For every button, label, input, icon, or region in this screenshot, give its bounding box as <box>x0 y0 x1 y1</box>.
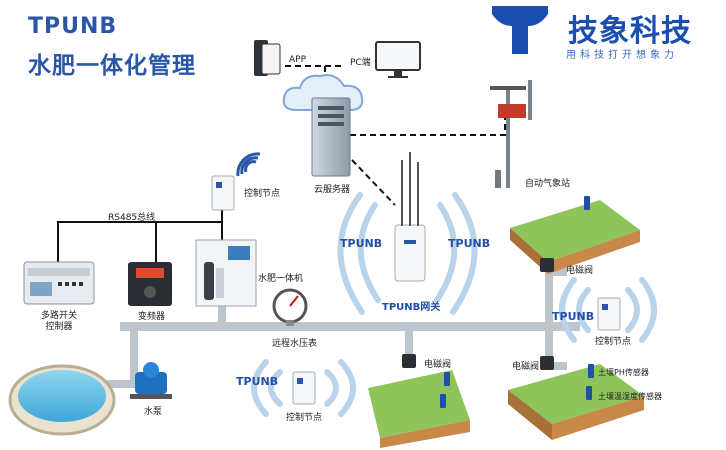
label-tpunb-right-node: TPUNB <box>552 310 595 323</box>
label-control-node-right: 控制节点 <box>595 337 632 347</box>
cloud-server-device <box>282 74 364 177</box>
control-node-right <box>597 297 621 331</box>
brand-slogan: 用科技打开想象力 <box>566 50 678 61</box>
pump-pipe <box>95 380 145 388</box>
label-soil-ph-sensor: 土壤PH传感器 <box>598 368 649 377</box>
label-app: APP <box>289 55 307 65</box>
label-tpunb-right: TPUNB <box>448 237 491 250</box>
pc-monitor <box>375 41 421 78</box>
label-multi-switch-line1: 多路开关 <box>40 311 78 321</box>
label-remote-pressure-gauge: 远程水压表 <box>272 339 318 349</box>
field-right-top <box>510 200 640 274</box>
pipe-from-machine <box>218 300 226 326</box>
label-tpunb-bottom: TPUNB <box>236 375 279 388</box>
pressure-gauge-device <box>272 288 308 326</box>
water-pipes <box>95 268 580 388</box>
soil-sensors <box>440 196 594 408</box>
label-weather-station: 自动气象站 <box>525 179 571 189</box>
mobile-devices <box>254 40 281 76</box>
weather-station <box>490 80 532 188</box>
label-solenoid-valve-center: 电磁阀 <box>424 360 452 370</box>
label-soil-moisture-sensor: 土壤温湿度传感器 <box>598 392 662 401</box>
branch-pipe-right-bottom <box>545 362 567 370</box>
page-title-line2: 水肥一体化管理 <box>28 53 196 79</box>
rise-pipe-left <box>130 322 138 384</box>
label-water-pump: 水泵 <box>144 407 163 417</box>
label-tpunb-left: TPUNB <box>340 237 383 250</box>
multi-switch-controller <box>23 261 95 305</box>
label-pc: PC端 <box>350 58 371 68</box>
label-multi-switch-line2: 控制器 <box>45 322 73 332</box>
label-frequency-converter: 变频器 <box>138 312 166 322</box>
brand-logo-icon <box>492 6 548 54</box>
label-integrated-machine: 水肥一体机 <box>258 274 304 284</box>
network-links <box>285 65 506 206</box>
label-rs485-bus: RS485总线 <box>108 213 156 223</box>
label-gateway: TPUNB网关 <box>382 302 441 313</box>
label-solenoid-valve-right-top: 电磁阀 <box>566 266 594 276</box>
control-node-top <box>211 152 261 211</box>
gateway-device <box>394 152 426 282</box>
field-right-bottom <box>508 364 644 440</box>
frequency-converter <box>128 262 172 306</box>
field-center <box>368 370 470 448</box>
solenoid-valves <box>402 258 554 370</box>
main-pipe <box>120 322 580 331</box>
brand-name: 技象科技 <box>568 14 692 49</box>
water-tank <box>8 364 116 436</box>
control-node-bottom <box>292 371 316 405</box>
label-control-node-bottom: 控制节点 <box>286 413 323 423</box>
branch-pipe-center <box>405 322 413 362</box>
branch-pipe-right-top <box>545 268 567 276</box>
integrated-machine <box>195 239 257 307</box>
label-solenoid-valve-right-bottom: 电磁阀 <box>512 362 540 372</box>
rs485-bus <box>57 210 223 262</box>
label-control-node-top: 控制节点 <box>244 189 281 199</box>
water-pump <box>130 362 172 399</box>
signal-waves <box>251 192 657 417</box>
branch-pipe-right <box>545 272 553 367</box>
page-title-line1: TPUNB <box>28 14 118 39</box>
label-cloud-server: 云服务器 <box>314 185 351 195</box>
